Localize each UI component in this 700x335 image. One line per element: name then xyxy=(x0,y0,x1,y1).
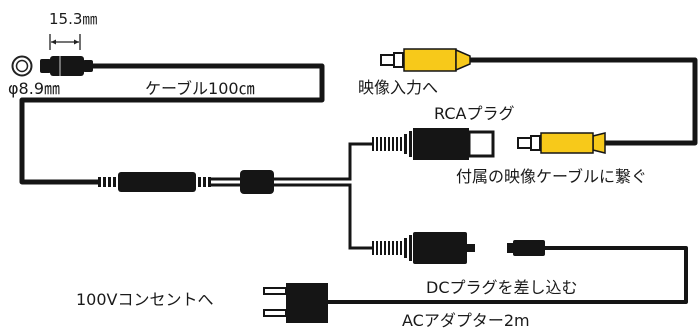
connect-video-cable-label: 付属の映像ケーブルに繋ぐ xyxy=(456,167,648,186)
split-cable xyxy=(274,142,372,250)
camera-icon xyxy=(11,55,93,77)
rca-plug-label: RCAプラグ xyxy=(434,104,515,123)
ac-adapter-cable xyxy=(328,246,688,304)
ac-plug-icon xyxy=(263,283,328,323)
camera-cable xyxy=(19,63,325,185)
yellow-rca-cable xyxy=(380,48,698,154)
cable-length-label: ケーブル100㎝ xyxy=(145,79,255,98)
diameter-label: φ8.9㎜ xyxy=(8,79,61,98)
dimension-marker xyxy=(49,34,81,50)
ferrite-core xyxy=(240,170,274,194)
dc-plug-insert-label: DCプラグを差し込む xyxy=(426,278,578,297)
video-input-label: 映像入力へ xyxy=(358,78,439,97)
ac-adapter-label: ACアダプター2m xyxy=(402,311,530,330)
rca-connector xyxy=(372,128,495,160)
cable-junction xyxy=(98,172,211,192)
dc-plug xyxy=(507,240,545,256)
double-cable xyxy=(211,177,240,187)
outlet-100v-label: 100Vコンセントへ xyxy=(76,290,214,309)
dc-jack xyxy=(372,232,475,264)
dimension-length-label: 15.3㎜ xyxy=(49,10,98,28)
